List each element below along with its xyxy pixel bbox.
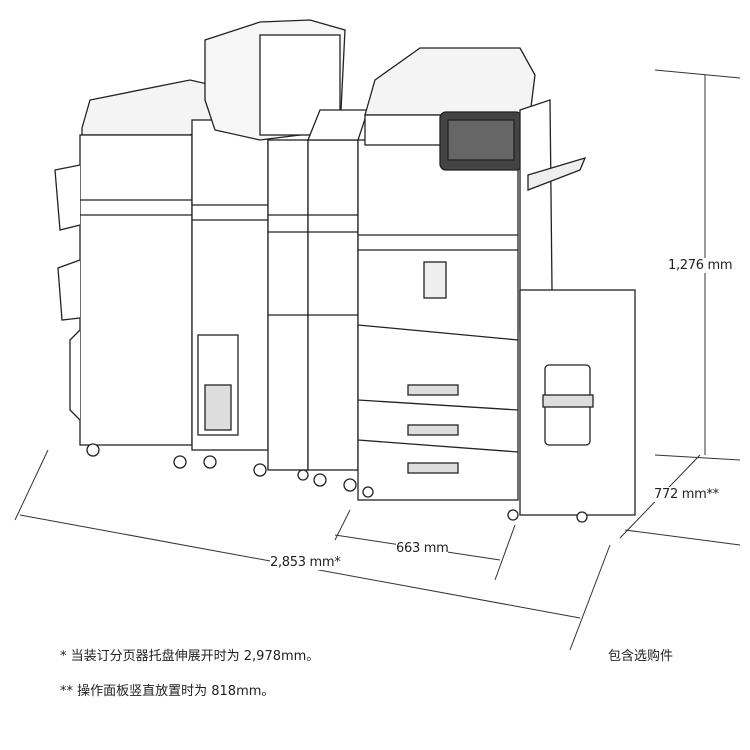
footnote-1: * 当装订分页器托盘伸展开时为 2,978mm。 bbox=[60, 649, 320, 664]
footnote-2: ** 操作面板竖直放置时为 818mm。 bbox=[60, 684, 275, 699]
large-capacity-tray bbox=[519, 289, 636, 516]
main-unit-width-label: 663 mm bbox=[396, 541, 449, 556]
inserter-units bbox=[267, 109, 369, 471]
height-dimension-label: 1,276 mm bbox=[668, 258, 733, 273]
options-caption: 包含选购件 bbox=[608, 649, 674, 664]
finisher bbox=[54, 79, 226, 446]
casters bbox=[86, 443, 588, 523]
saddle-stitch-unit bbox=[191, 19, 346, 451]
main-unit bbox=[357, 47, 587, 501]
depth-dimension-label: 772 mm** bbox=[654, 487, 719, 502]
width-dimension-label: 2,853 mm* bbox=[270, 555, 341, 570]
